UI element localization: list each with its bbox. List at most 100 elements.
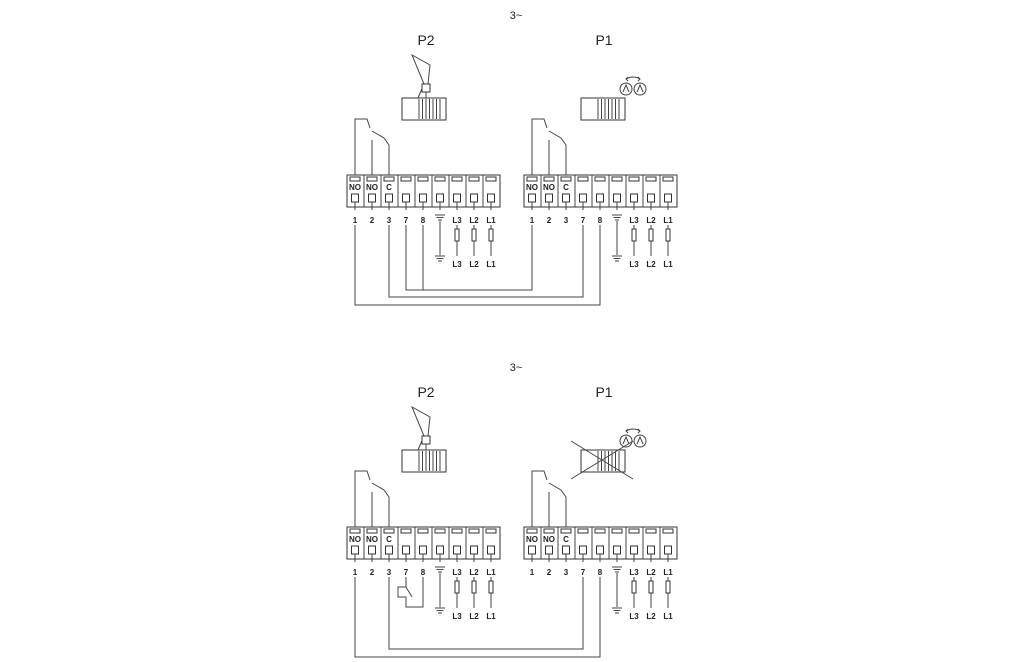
wire-7-8 bbox=[405, 225, 424, 291]
fuse-icon bbox=[665, 580, 671, 594]
pump-circle bbox=[619, 434, 633, 448]
terminal-screw bbox=[417, 528, 429, 534]
terminal-clamp bbox=[630, 545, 638, 555]
relay-contact-icon bbox=[354, 470, 371, 527]
fuse-icon bbox=[631, 580, 637, 594]
terminal-number: L2 bbox=[469, 568, 479, 577]
fuse-icon bbox=[488, 228, 494, 242]
contact-label: NO bbox=[349, 535, 361, 544]
terminal-number: 8 bbox=[598, 216, 603, 225]
terminal-screw bbox=[594, 176, 606, 182]
terminal-number: L3 bbox=[629, 216, 639, 225]
fuse-icon bbox=[648, 228, 654, 242]
terminal-clamp bbox=[436, 545, 444, 555]
pump-circle bbox=[619, 82, 633, 96]
relay-contact-icon bbox=[531, 118, 548, 175]
terminal-number: L1 bbox=[486, 568, 496, 577]
terminal-clamp bbox=[453, 193, 461, 203]
terminal-number: 7 bbox=[404, 568, 409, 577]
contact-label: C bbox=[386, 535, 392, 544]
terminal-clamp bbox=[402, 545, 410, 555]
terminal-number: L3 bbox=[629, 568, 639, 577]
ground-icon bbox=[612, 214, 622, 221]
terminal-clamp bbox=[487, 193, 495, 203]
arc-arrow bbox=[625, 76, 629, 82]
terminal-number: L3 bbox=[452, 568, 462, 577]
terminal-number: 2 bbox=[547, 216, 552, 225]
terminal-number: 1 bbox=[353, 568, 358, 577]
switch-blade bbox=[405, 586, 413, 598]
terminal-clamp bbox=[613, 545, 621, 555]
relay-contact-icon bbox=[354, 118, 371, 175]
terminal-screw bbox=[451, 528, 463, 534]
motor-body bbox=[401, 97, 447, 121]
float-box bbox=[421, 83, 431, 93]
arc-arrow bbox=[637, 428, 641, 434]
pump-p2-label: P2 bbox=[417, 384, 434, 400]
contact-label: NO bbox=[526, 535, 538, 544]
motor-body bbox=[401, 449, 447, 473]
float-switch-icon bbox=[410, 405, 431, 451]
terminal-screw bbox=[611, 528, 623, 534]
terminal-number: 3 bbox=[387, 568, 392, 577]
pump-arrow bbox=[636, 435, 644, 445]
bridge-switch-icon bbox=[397, 577, 424, 608]
terminal-clamp bbox=[487, 545, 495, 555]
relay-contact-icon bbox=[548, 482, 567, 527]
terminal-clamp bbox=[664, 193, 672, 203]
arc-arrow bbox=[625, 428, 629, 434]
terminal-screw bbox=[349, 528, 361, 534]
terminal-clamp bbox=[596, 193, 604, 203]
terminal-screw bbox=[434, 176, 446, 182]
wire-1-to-8 bbox=[354, 577, 601, 658]
contact-label: NO bbox=[526, 183, 538, 192]
terminal-screw bbox=[645, 176, 657, 182]
terminal-clamp bbox=[453, 545, 461, 555]
terminal-number: 3 bbox=[564, 216, 569, 225]
pump-p1-label: P1 bbox=[595, 384, 612, 400]
terminal-number: L1 bbox=[486, 216, 496, 225]
terminal-screw bbox=[366, 528, 378, 534]
pump-arrow bbox=[622, 435, 630, 445]
contact-label: NO bbox=[366, 183, 378, 192]
terminal-screw bbox=[628, 176, 640, 182]
wire-3-to-7 bbox=[388, 225, 584, 298]
terminal-screw bbox=[366, 176, 378, 182]
pump-arrow bbox=[636, 83, 644, 93]
terminal-screw bbox=[468, 176, 480, 182]
phase-label: L3 bbox=[452, 612, 462, 621]
terminal-screw bbox=[383, 176, 395, 182]
terminal-screw bbox=[628, 528, 640, 534]
phase-label: L2 bbox=[469, 260, 479, 269]
terminal-number: 3 bbox=[387, 216, 392, 225]
wire-1-to-8 bbox=[354, 225, 601, 306]
terminal-screw bbox=[577, 176, 589, 182]
contact-label: NO bbox=[543, 183, 555, 192]
rotation-arrows-icon bbox=[619, 76, 647, 96]
ground-icon bbox=[435, 566, 445, 573]
terminal-clamp bbox=[545, 193, 553, 203]
supply-label: 3~ bbox=[510, 10, 523, 22]
motor-p1 bbox=[580, 97, 626, 121]
motor-p2 bbox=[401, 97, 447, 121]
terminal-number: 1 bbox=[530, 568, 535, 577]
terminal-clamp bbox=[545, 545, 553, 555]
terminal-screw bbox=[349, 176, 361, 182]
terminal-clamp bbox=[528, 545, 536, 555]
pump-circle bbox=[633, 82, 647, 96]
ground-icon bbox=[612, 566, 622, 573]
terminal-clamp bbox=[596, 545, 604, 555]
fuse-icon bbox=[665, 228, 671, 242]
float-switch-icon bbox=[410, 53, 431, 99]
terminal-number: L2 bbox=[646, 568, 656, 577]
arc-arrow bbox=[637, 76, 641, 82]
phase-label: L1 bbox=[486, 260, 496, 269]
terminal-number: 8 bbox=[421, 568, 426, 577]
pump-circle bbox=[633, 434, 647, 448]
terminal-screw bbox=[543, 176, 555, 182]
